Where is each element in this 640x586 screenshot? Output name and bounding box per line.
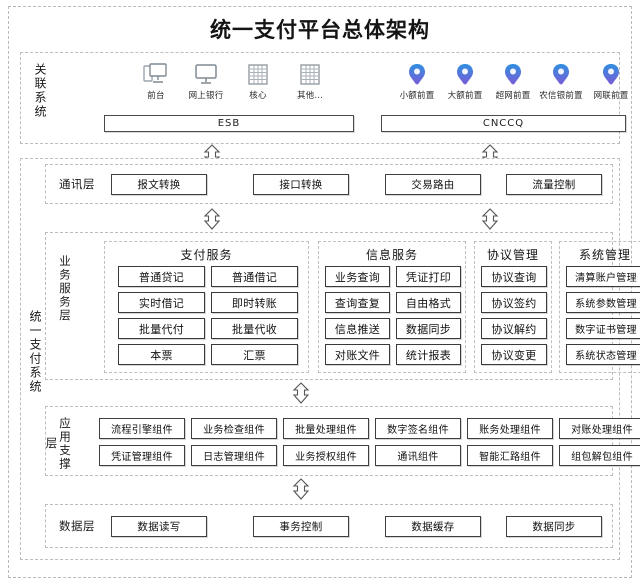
support-component[interactable]: 账务处理组件	[467, 418, 553, 439]
icon-caption: 前台	[147, 91, 165, 101]
gateway-pin-icon	[490, 61, 536, 87]
data-item-cache[interactable]: 数据缓存	[385, 516, 481, 537]
support-component[interactable]: 数字签名组件	[375, 418, 461, 439]
data-layer: 数据层 数据读写 事务控制 数据缓存 数据同步	[45, 504, 613, 548]
icon-item-frontend: 前台	[133, 61, 179, 101]
arrow-support-to-data	[289, 478, 313, 504]
icon-caption: 其他...	[296, 91, 324, 101]
service-item[interactable]: 协议签约	[481, 292, 547, 313]
group-agreement-management: 协议管理 协议查询 协议签约 协议解约 协议变更	[474, 241, 552, 373]
support-component[interactable]: 对账处理组件	[559, 418, 640, 439]
support-component[interactable]: 日志管理组件	[191, 445, 277, 466]
icon-item-small-amount-gateway: 小额前置	[394, 61, 440, 101]
icon-caption: 核心	[249, 91, 267, 101]
icon-caption: 小额前置	[399, 91, 435, 101]
service-item[interactable]: 批量代付	[118, 318, 205, 339]
service-item[interactable]: 批量代收	[211, 318, 298, 339]
group-information-service: 信息服务 业务查询 凭证打印 查询查复 自由格式 信息推送 数据同步 对账文件 …	[318, 241, 466, 373]
application-support-layer: 应用支撑层 流程引擎组件 业务检查组件 批量处理组件 数字签名组件 账务处理组件…	[44, 406, 640, 476]
service-item[interactable]: 本票	[118, 344, 205, 365]
service-item[interactable]: 业务查询	[325, 266, 390, 287]
gateway-pin-icon	[538, 61, 584, 87]
related-systems-label: 关联系统	[33, 63, 47, 119]
desktop-computer-icon	[133, 61, 179, 87]
icon-item-online-bank: 网上银行	[183, 61, 229, 101]
icon-caption: 超网前置	[495, 91, 531, 101]
icon-caption: 网上银行	[188, 91, 224, 101]
gateway-pin-icon	[394, 61, 440, 87]
service-item[interactable]: 对账文件	[325, 344, 390, 365]
service-item[interactable]: 协议变更	[481, 344, 547, 365]
gateway-pin-icon	[588, 61, 634, 87]
comm-item-interface-conversion[interactable]: 接口转换	[253, 174, 349, 195]
arrow-business-to-support	[289, 382, 313, 408]
group-title: 信息服务	[365, 248, 418, 262]
related-systems-layer: 关联系统 前台 网上银行	[20, 52, 628, 144]
monitor-icon	[183, 61, 229, 87]
service-item[interactable]: 系统状态管理	[566, 344, 640, 365]
service-item[interactable]: 即时转账	[211, 292, 298, 313]
service-item[interactable]: 统计报表	[396, 344, 461, 365]
data-item-read-write[interactable]: 数据读写	[111, 516, 207, 537]
comm-layer-label: 通讯层	[59, 177, 95, 191]
cnccq-bar[interactable]: CNCCQ	[381, 115, 626, 132]
service-item[interactable]: 数据同步	[396, 318, 461, 339]
icon-item-supernet-gateway: 超网前置	[490, 61, 536, 101]
service-item[interactable]: 自由格式	[396, 292, 461, 313]
support-component[interactable]: 批量处理组件	[283, 418, 369, 439]
service-item[interactable]: 清算账户管理	[566, 266, 640, 287]
icon-item-large-amount-gateway: 大额前置	[442, 61, 488, 101]
group-payment-service: 支付服务 普通贷记 普通借记 实时借记 即时转账 批量代付 批量代收 本票 汇票	[104, 241, 309, 373]
support-component[interactable]: 智能汇路组件	[467, 445, 553, 466]
business-service-layer: 业务服务层 支付服务 普通贷记 普通借记 实时借记 即时转账 批量代付 批量代收…	[45, 232, 640, 380]
icon-caption: 农信银前置	[539, 91, 583, 101]
data-layer-label: 数据层	[59, 519, 95, 533]
support-component[interactable]: 业务授权组件	[283, 445, 369, 466]
page-title: 统一支付平台总体架构	[210, 18, 430, 42]
icon-item-other: 其他...	[287, 61, 333, 101]
service-item[interactable]: 普通贷记	[118, 266, 205, 287]
icon-item-rcc-gateway: 农信银前置	[538, 61, 584, 101]
service-item[interactable]: 协议解约	[481, 318, 547, 339]
service-item[interactable]: 协议查询	[481, 266, 547, 287]
support-component[interactable]: 业务检查组件	[191, 418, 277, 439]
group-title: 协议管理	[486, 248, 539, 262]
group-title: 支付服务	[180, 248, 233, 262]
service-item[interactable]: 查询查复	[325, 292, 390, 313]
comm-item-transaction-routing[interactable]: 交易路由	[385, 174, 481, 195]
comm-item-flow-control[interactable]: 流量控制	[506, 174, 602, 195]
support-component[interactable]: 组包解包组件	[559, 445, 640, 466]
support-component[interactable]: 凭证管理组件	[99, 445, 185, 466]
service-item[interactable]: 汇票	[211, 344, 298, 365]
comm-layer: 通讯层 报文转换 接口转换 交易路由 流量控制	[45, 164, 613, 204]
service-item[interactable]: 实时借记	[118, 292, 205, 313]
data-item-transaction-control[interactable]: 事务控制	[253, 516, 349, 537]
data-item-sync[interactable]: 数据同步	[506, 516, 602, 537]
server-rack-icon	[287, 61, 333, 87]
service-item[interactable]: 系统参数管理	[566, 292, 640, 313]
service-item[interactable]: 普通借记	[211, 266, 298, 287]
service-item[interactable]: 数字证书管理	[566, 318, 640, 339]
unified-payment-system-label: 统一支付系统	[28, 310, 42, 394]
support-layer-label: 应用支撑层	[44, 417, 72, 471]
icon-caption: 网联前置	[593, 91, 629, 101]
gateway-pin-icon	[442, 61, 488, 87]
support-component[interactable]: 通讯组件	[375, 445, 461, 466]
icon-item-core: 核心	[235, 61, 281, 101]
server-rack-icon	[235, 61, 281, 87]
service-item[interactable]: 信息推送	[325, 318, 390, 339]
esb-bar[interactable]: ESB	[104, 115, 354, 132]
comm-item-message-conversion[interactable]: 报文转换	[111, 174, 207, 195]
arrow-comm-to-business-left	[200, 208, 224, 234]
group-system-management: 系统管理 清算账户管理 系统参数管理 数字证书管理 系统状态管理	[559, 241, 640, 373]
icon-caption: 大额前置	[447, 91, 483, 101]
group-title: 系统管理	[578, 248, 631, 262]
service-item[interactable]: 凭证打印	[396, 266, 461, 287]
business-layer-label: 业务服务层	[58, 255, 72, 323]
support-component[interactable]: 流程引擎组件	[99, 418, 185, 439]
arrow-comm-to-business-right	[478, 208, 502, 234]
icon-item-nets-union-gateway: 网联前置	[588, 61, 634, 101]
